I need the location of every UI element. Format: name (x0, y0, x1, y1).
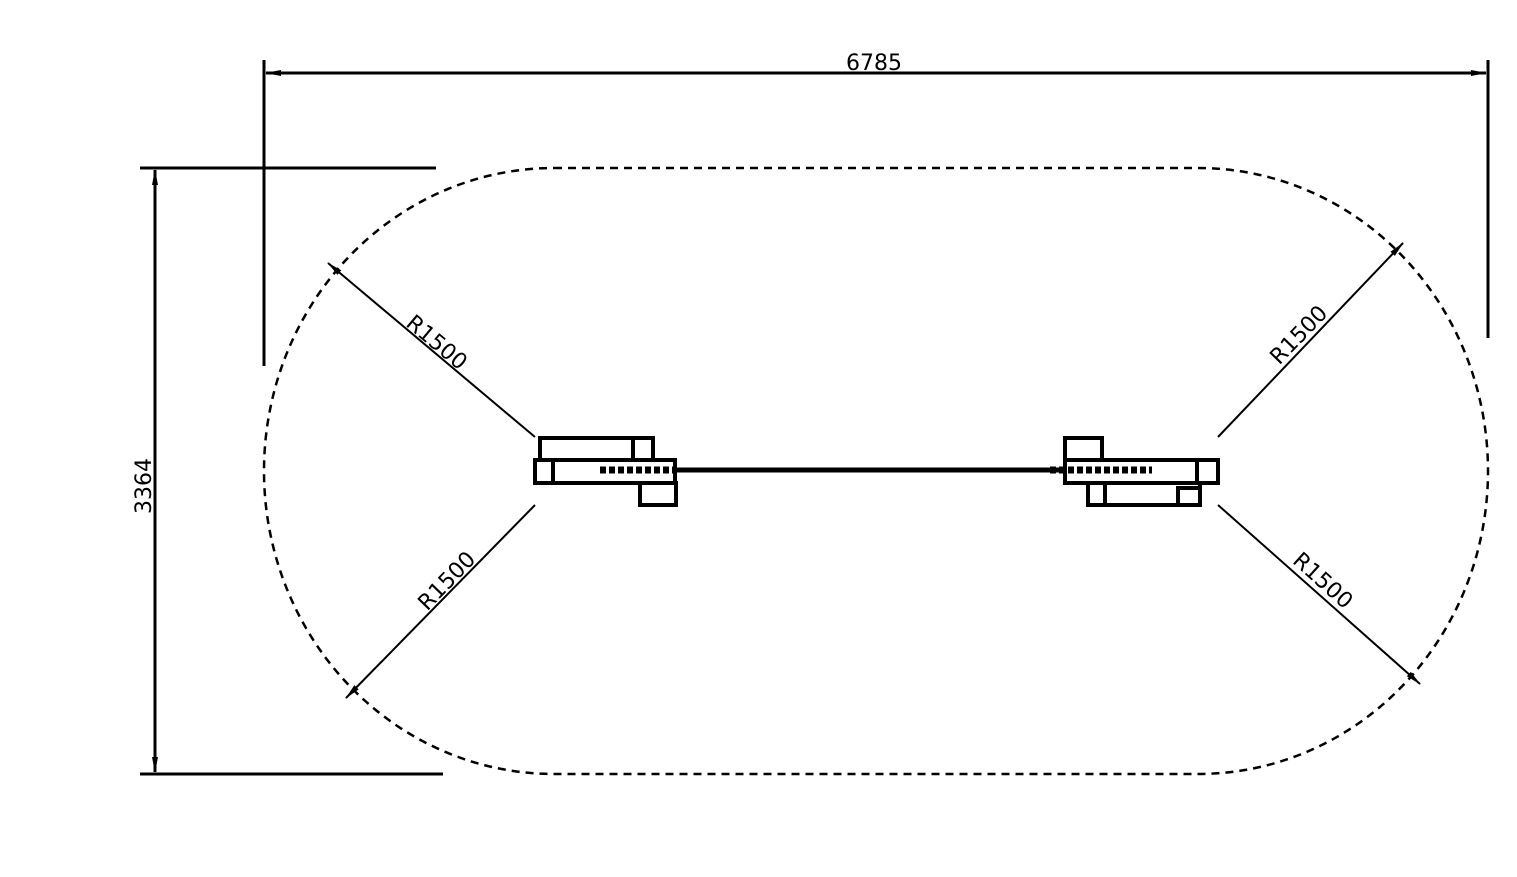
radius-dimension-bottom-left: R1500 (345, 504, 536, 699)
radius-label: R1500 (1287, 548, 1357, 614)
height-dimension-label: 3364 (132, 458, 157, 514)
radius-label: R1500 (1266, 301, 1333, 370)
left-post-equipment (533, 436, 678, 507)
width-dimension: 6785 (262, 51, 1490, 366)
right-post-equipment (1050, 436, 1220, 507)
safety-zone-outline (262, 166, 1490, 776)
width-dimension-label: 6785 (846, 51, 902, 76)
radius-label: R1500 (401, 311, 472, 376)
radius-label: R1500 (414, 547, 481, 616)
radius-dimension-bottom-right: R1500 (1217, 504, 1421, 685)
height-dimension: 3364 (132, 166, 443, 776)
radius-dimension-top-left: R1500 (327, 262, 536, 438)
radius-dimension-top-right: R1500 (1217, 242, 1404, 438)
